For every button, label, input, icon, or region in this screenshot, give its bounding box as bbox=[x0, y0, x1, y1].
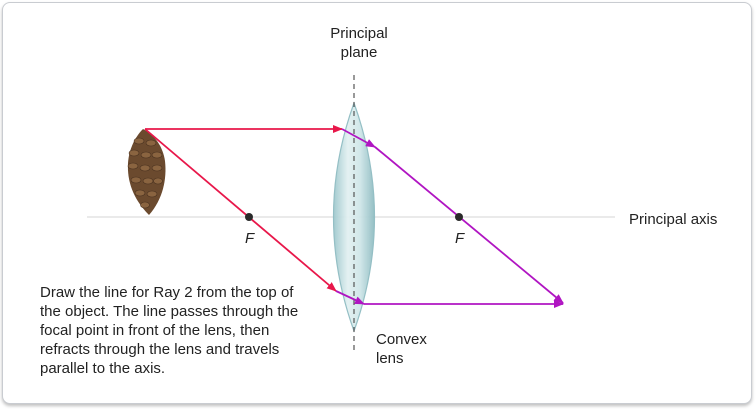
lens-label: Convex lens bbox=[376, 331, 427, 367]
focal-point-right bbox=[455, 213, 463, 221]
ray2-incident bbox=[144, 128, 337, 292]
focal-point-left bbox=[245, 213, 253, 221]
focal-label-left: F bbox=[245, 230, 255, 247]
ray1-inside-lens bbox=[341, 128, 376, 148]
ray-diagram bbox=[87, 75, 615, 353]
ray1-refracted bbox=[374, 146, 564, 304]
principal-axis-label: Principal axis bbox=[629, 211, 718, 228]
ray2-inside-lens bbox=[335, 290, 365, 305]
instruction-caption: Draw the line for Ray 2 from the top of … bbox=[40, 284, 299, 377]
pinecone-icon bbox=[127, 129, 166, 215]
focal-label-right: F bbox=[455, 230, 465, 247]
convex-lens bbox=[332, 101, 376, 333]
principal-plane-label: Principal plane bbox=[330, 25, 388, 61]
diagram-frame: Principal plane Principal axis F F Conve… bbox=[2, 2, 752, 404]
